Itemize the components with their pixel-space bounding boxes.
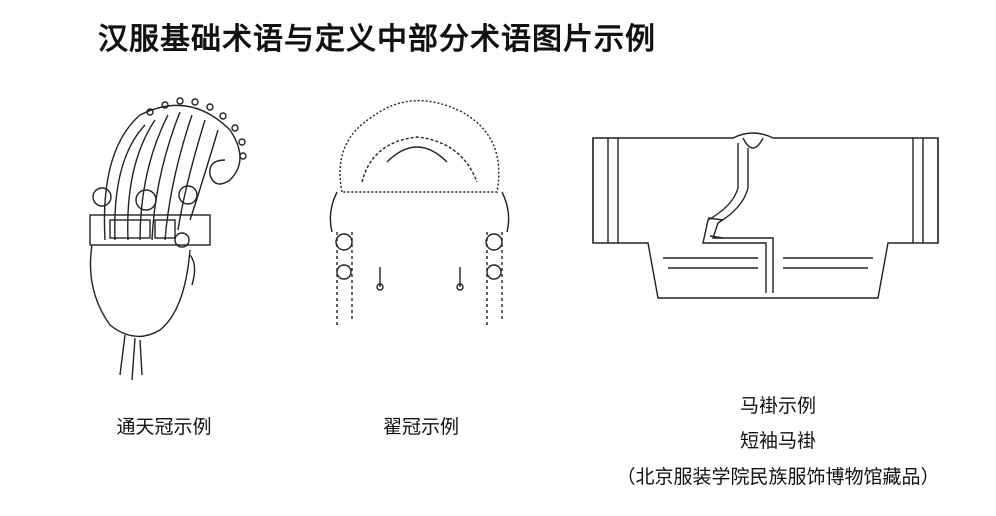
- figure-caption-tongtian: 通天冠示例: [116, 416, 212, 438]
- magua-jacket-illustration: [592, 132, 939, 299]
- figure-subcaption-magua: 短袖马褂: [739, 430, 817, 452]
- page-title: 汉服基础术语与定义中部分术语图片示例: [98, 22, 656, 57]
- figure-caption-magua: 马褂示例: [739, 395, 817, 417]
- figure-source-note: （北京服装学院民族服饰博物馆藏品）: [616, 466, 940, 488]
- tongtian-crown-illustration: [89, 97, 247, 381]
- figure-caption-di-crown: 翟冠示例: [382, 416, 460, 438]
- di-crown-illustration: [329, 99, 510, 327]
